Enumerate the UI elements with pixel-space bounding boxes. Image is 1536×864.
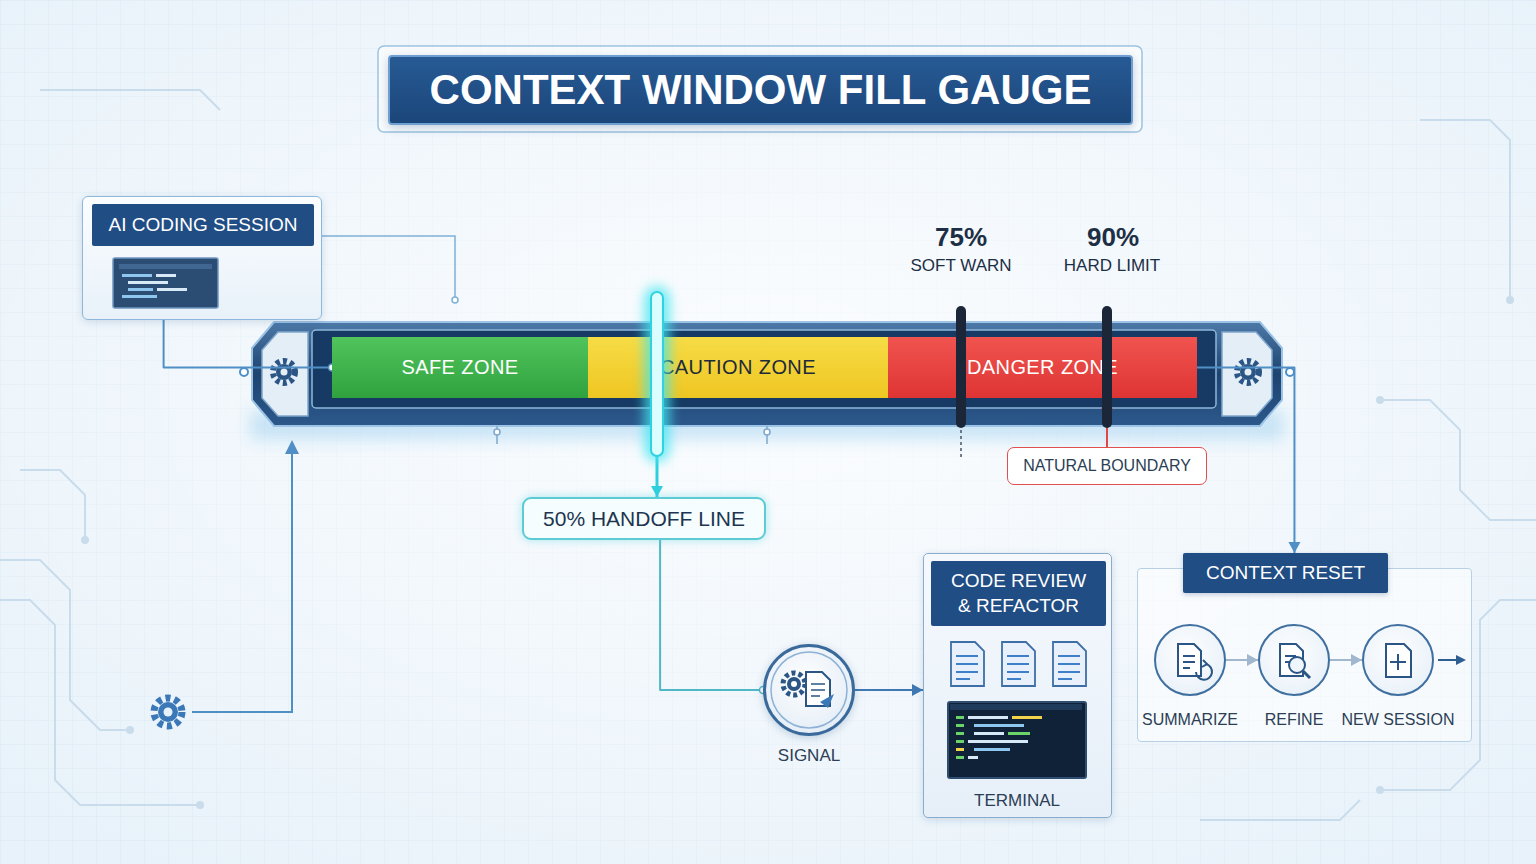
terminal-code bbox=[950, 704, 1082, 759]
arrow-head bbox=[1288, 542, 1300, 553]
session-wire bbox=[322, 236, 458, 303]
session-box: AI CODING SESSION bbox=[82, 196, 322, 320]
gear-icon bbox=[1237, 361, 1259, 383]
zone-band: SAFE ZONE bbox=[332, 337, 588, 398]
port-dot bbox=[1286, 368, 1294, 376]
circuit-pads bbox=[81, 296, 1514, 809]
port-dot bbox=[240, 368, 248, 376]
refine-icon bbox=[1280, 644, 1310, 678]
threshold-name: HARD LIMIT bbox=[1002, 256, 1222, 276]
gauge-end-cap bbox=[262, 332, 308, 416]
node-heading: NATURAL BOUNDARY bbox=[1023, 457, 1191, 475]
connector-line bbox=[164, 320, 332, 368]
connector-line bbox=[1197, 368, 1294, 554]
circuit-traces bbox=[0, 90, 1536, 820]
connector bbox=[855, 684, 923, 696]
connector bbox=[164, 320, 336, 371]
node-heading: SIGNAL bbox=[778, 746, 840, 766]
node-heading: DANGER ZONE bbox=[967, 356, 1118, 379]
title-frame bbox=[378, 46, 1142, 132]
node-heading: CONTEXT RESET bbox=[1183, 553, 1388, 593]
arrow-head bbox=[912, 684, 923, 696]
connector bbox=[1197, 368, 1300, 554]
connector bbox=[660, 540, 766, 694]
callout-box: 50% HANDOFF LINE bbox=[522, 497, 766, 540]
connector bbox=[651, 398, 663, 497]
gauge-body bbox=[252, 322, 1282, 426]
threshold-marker bbox=[956, 306, 966, 460]
node-heading: CODE REVIEW & REFACTOR bbox=[931, 561, 1106, 626]
tick-marks bbox=[494, 426, 770, 444]
callout-box: NATURAL BOUNDARY bbox=[1007, 447, 1207, 485]
node-heading: SAFE ZONE bbox=[402, 356, 519, 379]
summarize-icon bbox=[1178, 644, 1212, 680]
step-circle: SUMMARIZE bbox=[1154, 624, 1226, 696]
process-panel: CODE REVIEW & REFACTOR TERMINAL bbox=[923, 553, 1112, 818]
node-heading: NEW SESSION bbox=[1342, 711, 1455, 729]
node-heading: REFINE bbox=[1265, 711, 1324, 729]
feedback-wire bbox=[154, 440, 299, 726]
step-circle: NEW SESSION bbox=[1362, 624, 1434, 696]
arrow-head bbox=[1101, 398, 1113, 409]
node-heading: AI CODING SESSION bbox=[92, 204, 314, 246]
signal-icon bbox=[771, 652, 847, 728]
gear-icon bbox=[273, 361, 295, 383]
zone-band: CAUTION ZONE bbox=[588, 337, 888, 398]
threshold-value: 75% bbox=[851, 222, 1071, 253]
node-heading: SUMMARIZE bbox=[1142, 711, 1238, 729]
gauge-slot bbox=[312, 330, 1216, 408]
arrow-head bbox=[651, 486, 663, 497]
signal-circle: SIGNAL bbox=[763, 644, 855, 736]
node-heading: 50% HANDOFF LINE bbox=[543, 507, 745, 531]
terminal-screen: TERMINAL bbox=[947, 701, 1087, 779]
gauge-end-cap bbox=[1222, 332, 1272, 416]
connector-line bbox=[660, 540, 763, 690]
code-screenshot bbox=[113, 258, 218, 308]
document-icons bbox=[951, 642, 1086, 686]
connector-line bbox=[656, 398, 659, 497]
threshold-value: 90% bbox=[1003, 222, 1223, 253]
node-heading: TERMINAL bbox=[974, 791, 1060, 811]
threshold-name: SOFT WARN bbox=[851, 256, 1071, 276]
connector bbox=[1101, 398, 1113, 447]
handoff-marker bbox=[644, 195, 670, 462]
exit-arrow bbox=[1438, 655, 1466, 665]
threshold-marker bbox=[1102, 306, 1112, 428]
step-circle: REFINE bbox=[1258, 624, 1330, 696]
zone-band: DANGER ZONE bbox=[888, 337, 1197, 398]
node-heading: CAUTION ZONE bbox=[660, 356, 816, 379]
group-box: CONTEXT RESET SUMMARIZE REFINE NEW SESSION bbox=[1137, 553, 1472, 742]
new-session-icon bbox=[1386, 644, 1411, 677]
